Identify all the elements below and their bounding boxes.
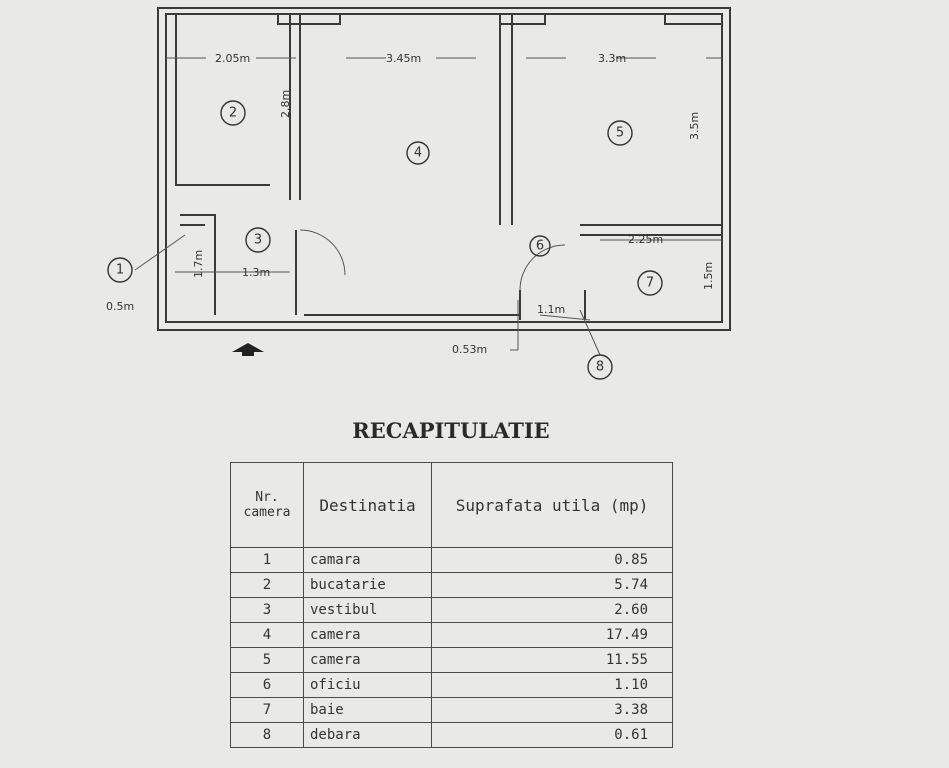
cell-dest: camara	[302, 547, 433, 573]
room-marker-6: 6	[536, 239, 544, 254]
cell-nr: 1	[230, 547, 304, 573]
header-destination: Destinatia	[302, 462, 433, 548]
cell-area: 5.74	[431, 572, 673, 598]
room-marker-7: 7	[646, 276, 654, 291]
cell-dest: debara	[302, 722, 433, 748]
cell-dest: camera	[302, 622, 433, 648]
room-marker-1: 1	[116, 263, 124, 278]
cell-nr: 2	[230, 572, 304, 598]
cell-area: 2.60	[431, 597, 673, 623]
room-markers: 1 2 3 4 5 6 7 8	[107, 100, 663, 380]
cell-area: 0.61	[431, 722, 673, 748]
dim-3.3: 3.3m	[598, 52, 626, 65]
room-marker-2: 2	[229, 106, 237, 121]
cell-area: 3.38	[431, 697, 673, 723]
cell-nr: 5	[230, 647, 304, 673]
room-marker-4: 4	[414, 146, 422, 161]
dim-1.7: 1.7m	[192, 250, 205, 278]
cell-area: 11.55	[431, 647, 673, 673]
dimension-lines	[134, 57, 722, 356]
dim-1.3: 1.3m	[242, 266, 270, 279]
walls	[157, 7, 731, 331]
dim-2.05: 2.05m	[215, 52, 250, 65]
dim-3.5: 3.5m	[688, 112, 701, 140]
room-marker-8: 8	[596, 360, 604, 375]
entrance-arrow-icon	[232, 343, 264, 356]
cell-dest: bucatarie	[302, 572, 433, 598]
cell-area: 0.85	[431, 547, 673, 573]
table-header: Nr. camera Destinatia Suprafata utila (m…	[230, 462, 673, 548]
summary-title: RECAPITULATIE	[352, 418, 550, 443]
cell-area: 1.10	[431, 672, 673, 698]
dim-0.53: 0.53m	[452, 343, 487, 356]
floor-plan: 2.05m 3.45m 3.3m 2.8m 3.5m 2.25m 1.5m 1.…	[106, 7, 731, 380]
cell-area: 17.49	[431, 622, 673, 648]
cell-dest: vestibul	[302, 597, 433, 623]
dim-3.45: 3.45m	[386, 52, 421, 65]
dim-1.1: 1.1m	[537, 303, 565, 316]
cell-dest: camera	[302, 647, 433, 673]
room-marker-3: 3	[254, 233, 262, 248]
room-marker-5: 5	[616, 126, 624, 141]
header-area: Suprafata utila (mp)	[431, 462, 673, 548]
cell-nr: 4	[230, 622, 304, 648]
cell-nr: 8	[230, 722, 304, 748]
dim-2.25: 2.25m	[628, 233, 663, 246]
cell-dest: oficiu	[302, 672, 433, 698]
cell-dest: baie	[302, 697, 433, 723]
cell-nr: 3	[230, 597, 304, 623]
summary-table: Nr. camera Destinatia Suprafata utila (m…	[230, 462, 673, 748]
header-nr: Nr. camera	[230, 462, 304, 548]
dim-1.5: 1.5m	[702, 262, 715, 290]
dim-0.5: 0.5m	[106, 300, 134, 313]
cell-nr: 7	[230, 697, 304, 723]
dim-2.8: 2.8m	[279, 90, 292, 118]
cell-nr: 6	[230, 672, 304, 698]
